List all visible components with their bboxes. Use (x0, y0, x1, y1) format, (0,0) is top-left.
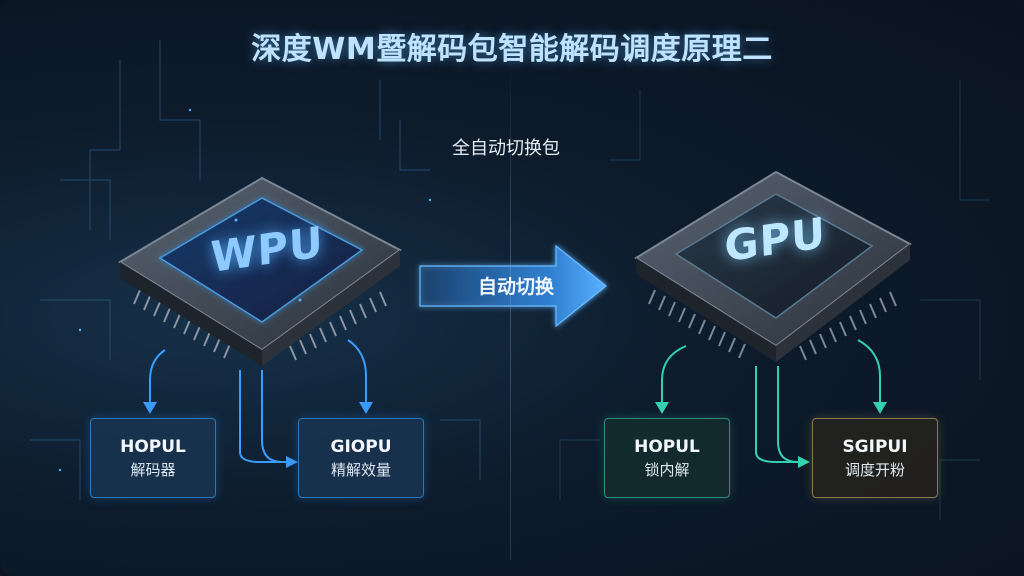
circuit-traces-right (559, 80, 990, 520)
switch-arrow-label: 自动切换 (477, 276, 554, 298)
center-divider (510, 60, 511, 560)
left-box-2-subtitle: 精解效量 (330, 461, 391, 479)
left-box-2-title: GIOPU (330, 437, 392, 457)
left-box-2: GIOPU 精解效量 (298, 418, 424, 498)
right-box-2: SGIPUI 调度开粉 (812, 418, 938, 498)
connectors-right (661, 339, 881, 463)
connector-arrowheads-left (143, 402, 373, 468)
right-box-1-subtitle: 锁内解 (644, 461, 690, 479)
subtitle: 全自动切换包 (452, 138, 560, 159)
right-box-1: HOPUL 锁内解 (604, 418, 730, 498)
left-box-1: HOPUL 解码器 (90, 418, 216, 498)
chip-gpu (634, 170, 912, 362)
circuit-traces-left (30, 40, 481, 500)
left-box-1-title: HOPUL (120, 437, 186, 457)
switch-arrow (419, 244, 607, 328)
right-box-2-title: SGIPUI (842, 437, 908, 457)
connectors-left (149, 339, 367, 463)
connector-arrowheads-right (655, 402, 887, 468)
page-title: 深度WM暨解码包智能解码调度原理二 (251, 32, 773, 67)
right-box-2-subtitle: 调度开粉 (844, 461, 905, 479)
glow-dots (58, 108, 432, 472)
left-box-1-subtitle: 解码器 (130, 461, 176, 479)
right-box-1-title: HOPUL (634, 437, 700, 457)
chip-wpu (118, 176, 402, 366)
